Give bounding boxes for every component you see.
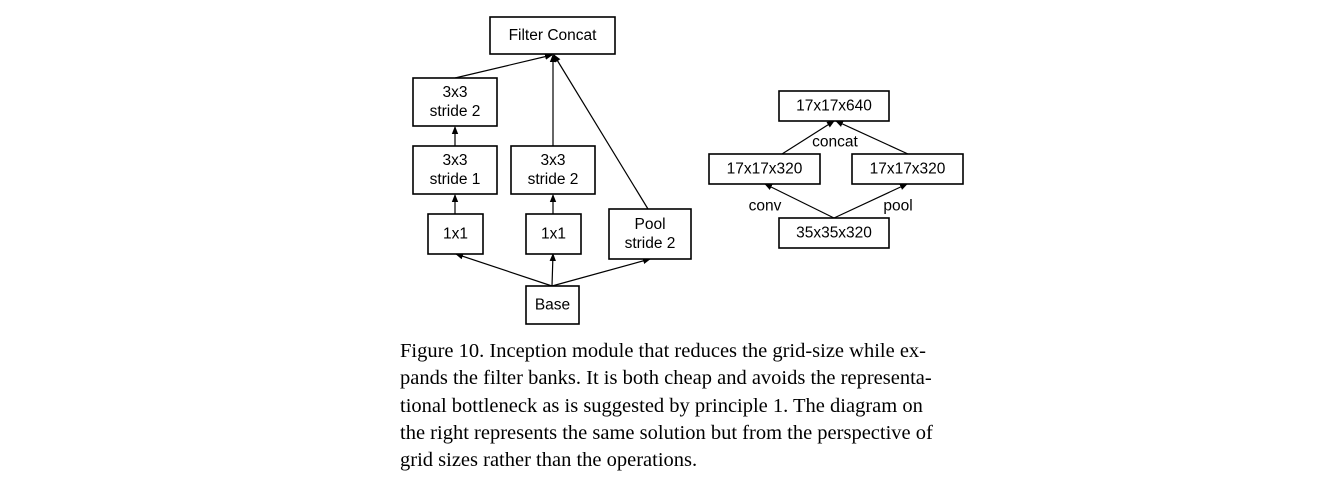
arrow-edge-12 (764, 183, 835, 219)
node-r-right: 17x17x320 (851, 153, 964, 185)
arrow-edge-13 (833, 183, 908, 219)
node-label: Base (535, 297, 570, 314)
caption-line-4: the right represents the same solution b… (400, 421, 933, 444)
node-label: 3x3 (443, 84, 468, 101)
arrow-edge-6 (553, 54, 649, 210)
node-label: 17x17x320 (727, 161, 803, 178)
arrow-edge-11 (835, 120, 909, 155)
node-box (412, 77, 498, 127)
node-label: 3x3 (541, 152, 566, 169)
node-label: 1x1 (443, 226, 468, 243)
diagram-edge-labels: concat conv pool (749, 134, 913, 215)
node-box (708, 153, 821, 185)
node-r-input: 35x35x320 (778, 217, 890, 249)
inception-diagrams: Filter Concat 3x3 stride 2 3x3 stride 1 3x3 st… (412, 16, 964, 325)
node-conv3x3-s1: 3x3 stride 1 (412, 145, 498, 195)
caption-line-3: tional bottleneck as is suggested by pri… (400, 394, 923, 417)
node-box (510, 145, 596, 195)
node-box (608, 208, 692, 260)
node-base: Base (525, 285, 580, 325)
node-box (412, 145, 498, 195)
node-filter-concat: Filter Concat (489, 16, 616, 55)
diagram-nodes: Filter Concat 3x3 stride 2 3x3 stride 1 3x3 st… (412, 16, 964, 325)
node-label: 1x1 (541, 226, 566, 243)
node-label: stride 2 (528, 171, 579, 188)
edge-label-pool: pool (883, 198, 912, 215)
node-label: stride 1 (430, 171, 481, 188)
edge-label-concat: concat (812, 134, 858, 151)
node-label: 3x3 (443, 152, 468, 169)
node-box (489, 16, 616, 55)
node-box (427, 213, 484, 255)
node-r-left: 17x17x320 (708, 153, 821, 185)
node-conv1x1-b: 1x1 (525, 213, 582, 255)
node-conv3x3-s2-mid: 3x3 stride 2 (510, 145, 596, 195)
node-box (778, 90, 890, 122)
edge-label-conv: conv (749, 198, 782, 215)
arrow-edge-10 (781, 120, 835, 155)
node-label: 35x35x320 (796, 225, 872, 242)
diagram-edges (451, 53, 909, 287)
arrow-edge-7 (455, 253, 553, 287)
node-box (525, 213, 582, 255)
node-box (851, 153, 964, 185)
node-conv3x3-s2-top: 3x3 stride 2 (412, 77, 498, 127)
node-conv1x1-a: 1x1 (427, 213, 484, 255)
node-label: 17x17x320 (870, 161, 946, 178)
arrow-edge-8 (549, 253, 556, 287)
node-r-out: 17x17x640 (778, 90, 890, 122)
node-box (778, 217, 890, 249)
arrow-edge-1 (454, 53, 553, 79)
figure-caption: Figure 10. Inception module that reduces… (400, 338, 994, 474)
node-pool-s2: Pool stride 2 (608, 208, 692, 260)
caption-line-5: grid sizes rather than the operations. (400, 449, 698, 472)
node-label: stride 2 (625, 235, 676, 252)
node-label: Pool (634, 216, 665, 233)
node-box (525, 285, 580, 325)
caption-line-1: Figure 10. Inception module that reduces… (400, 340, 927, 362)
arrow-edge-9 (551, 257, 651, 287)
node-label: Filter Concat (509, 27, 598, 44)
node-label: stride 2 (430, 103, 481, 120)
caption-line-2: pands the filter banks. It is both cheap… (400, 367, 932, 390)
node-label: 17x17x640 (796, 98, 872, 115)
